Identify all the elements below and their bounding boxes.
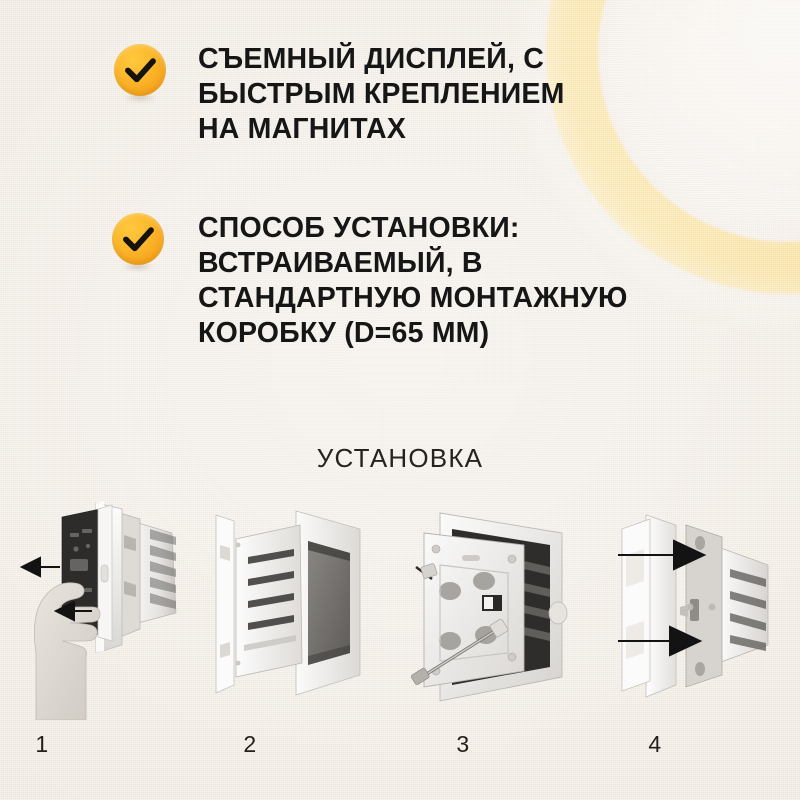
feature-bullet-1-text: СЪЕМНЫЙ ДИСПЛЕЙ, С БЫСТРЫМ КРЕПЛЕНИЕМ НА… [198,43,565,145]
step-number-3: 3 [456,731,470,757]
check-icon-shadow [118,92,162,103]
installation-steps-row [0,495,800,720]
check-circle-icon [110,211,166,272]
check-icon-disc [112,213,164,265]
install-step-1-illustration [0,495,200,720]
feature-bullet-1: СЪЕМНЫЙ ДИСПЛЕЙ, С БЫСТРЫМ КРЕПЛЕНИЕМ НА… [112,42,565,147]
install-step-3-illustration [400,495,600,720]
check-icon-shadow [116,261,160,272]
step-number-2: 2 [243,731,257,757]
step-number-1: 1 [35,731,49,757]
install-step-4-illustration [600,495,800,720]
checkmark-glyph [125,58,156,83]
check-circle-icon [112,42,168,103]
install-step-2-illustration [200,495,400,720]
feature-bullet-2-text: СПОСОБ УСТАНОВКИ: ВСТРАИВАЕМЫЙ, В СТАНДА… [198,212,628,349]
checkmark-glyph [123,227,154,252]
step-number-4: 4 [648,731,662,757]
installation-heading: УСТАНОВКА [316,443,484,473]
check-icon-disc [114,44,166,96]
feature-bullet-2: СПОСОБ УСТАНОВКИ: ВСТРАИВАЕМЫЙ, В СТАНДА… [110,211,628,351]
installation-step-numbers: 1 2 3 4 [0,731,800,758]
